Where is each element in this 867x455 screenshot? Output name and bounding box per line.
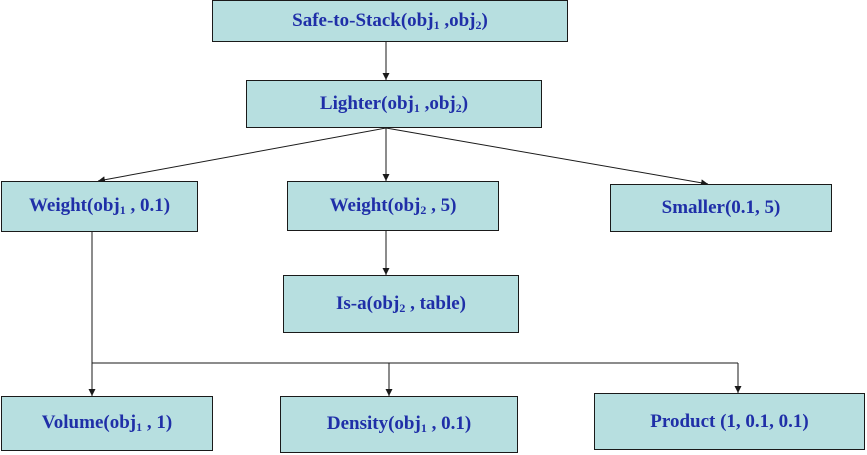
edge-lighter-to-smaller [385,127,709,187]
node-is-a-label: Is-a(obj2 , table) [335,292,467,315]
node-density: Density(obj1 , 0.1) [280,396,518,453]
node-smaller-label: Smaller(0.1, 5) [661,197,781,218]
node-product: Product (1, 0.1, 0.1) [594,393,865,450]
node-density-label: Density(obj1 , 0.1) [326,413,472,435]
node-product-label: Product (1, 0.1, 0.1) [650,410,809,432]
node-safe-to-stack-label: Safe-to-Stack(obj1 ,obj2) [292,9,488,32]
edge-lighter-to-weight1 [97,127,387,184]
node-lighter: Lighter(obj1 ,obj2) [246,80,542,128]
node-is-a: Is-a(obj2 , table) [283,275,519,333]
node-lighter-label: Lighter(obj1 ,obj2) [319,92,469,115]
node-volume-label: Volume(obj1 , 1) [41,412,173,434]
node-weight-obj1: Weight(obj1 , 0.1) [1,181,198,232]
node-smaller: Smaller(0.1, 5) [610,184,832,232]
node-weight-obj2-label: Weight(obj2 , 5) [329,194,457,217]
node-weight-obj2: Weight(obj2 , 5) [287,181,499,231]
node-safe-to-stack: Safe-to-Stack(obj1 ,obj2) [212,0,568,42]
node-volume: Volume(obj1 , 1) [1,396,213,451]
node-weight-obj1-label: Weight(obj1 , 0.1) [28,195,171,217]
